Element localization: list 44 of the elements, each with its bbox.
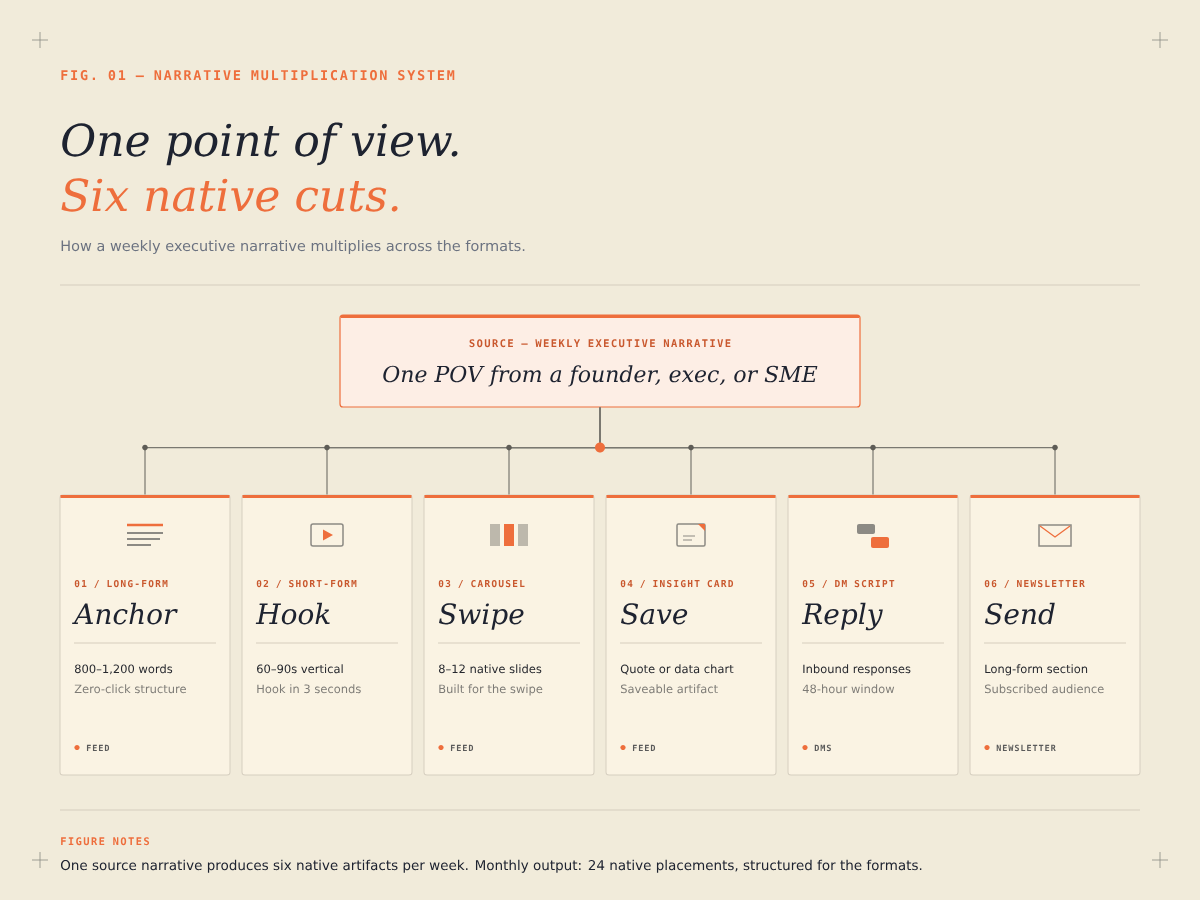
card-subtext: 48-hour window [802, 684, 895, 694]
card-text: Quote or data chart [620, 664, 734, 675]
card-title: Hook [255, 602, 330, 625]
headline: One point of view. [62, 122, 458, 166]
subtitle: How a weekly executive narrative multiplies across the formats. [61, 240, 525, 254]
card-title: Reply [801, 602, 883, 631]
card-subtext: Zero-click structure [74, 684, 186, 694]
format-tag: 05 / DM SCRIPT [802, 579, 895, 588]
card-text: Long-form section [985, 664, 1088, 676]
card-text: 60–90s vertical [257, 664, 343, 674]
format-card [241, 494, 413, 776]
headline: Six native cuts. [61, 178, 398, 212]
notes-text: One source narrative produces six native artifacts per week. Monthly output: 24 native placements, structured for the formats. [60, 859, 922, 873]
format-tag: 04 / INSIGHT CARD [620, 579, 734, 588]
card-title: Save [621, 603, 688, 625]
source-box [339, 314, 861, 408]
card-text: 800–1,200 words [75, 664, 173, 675]
format-tag: 01 / LONG-FORM [74, 579, 168, 588]
card-subtext: Saveable artifact [620, 684, 718, 694]
card-text: 8–12 native slides [439, 664, 542, 674]
channel-tag: FEED [632, 744, 656, 751]
channel-tag: FEED [450, 744, 474, 751]
card-subtext: Hook in 3 seconds [257, 684, 361, 694]
format-card [969, 494, 1141, 776]
figure-label: FIG. 01 — NARRATIVE MULTIPLICATION SYSTEM [61, 70, 455, 81]
format-card [59, 494, 231, 776]
channel-tag: DMS [814, 744, 831, 752]
channel-tag: NEWSLETTER [996, 744, 1056, 752]
card-title: Anchor [72, 602, 178, 625]
format-tag: 02 / SHORT-FORM [256, 579, 357, 588]
notes-heading: FIGURE NOTES [61, 837, 150, 846]
format-tag: 06 / NEWSLETTER [984, 579, 1085, 588]
source-text: One POV from a founder, exec, or SME [383, 365, 818, 387]
format-card [787, 494, 959, 776]
format-tag: 03 / CAROUSEL [438, 579, 525, 588]
card-text: Inbound responses [803, 664, 911, 676]
card-subtext: Subscribed audience [984, 684, 1104, 694]
format-card [423, 494, 595, 776]
card-title: Swipe [439, 603, 524, 630]
channel-tag: FEED [86, 744, 110, 751]
source-label: SOURCE — WEEKLY EXECUTIVE NARRATIVE [469, 339, 731, 348]
format-card [605, 494, 777, 776]
card-title: Send [985, 602, 1055, 625]
card-subtext: Built for the swipe [439, 684, 543, 696]
